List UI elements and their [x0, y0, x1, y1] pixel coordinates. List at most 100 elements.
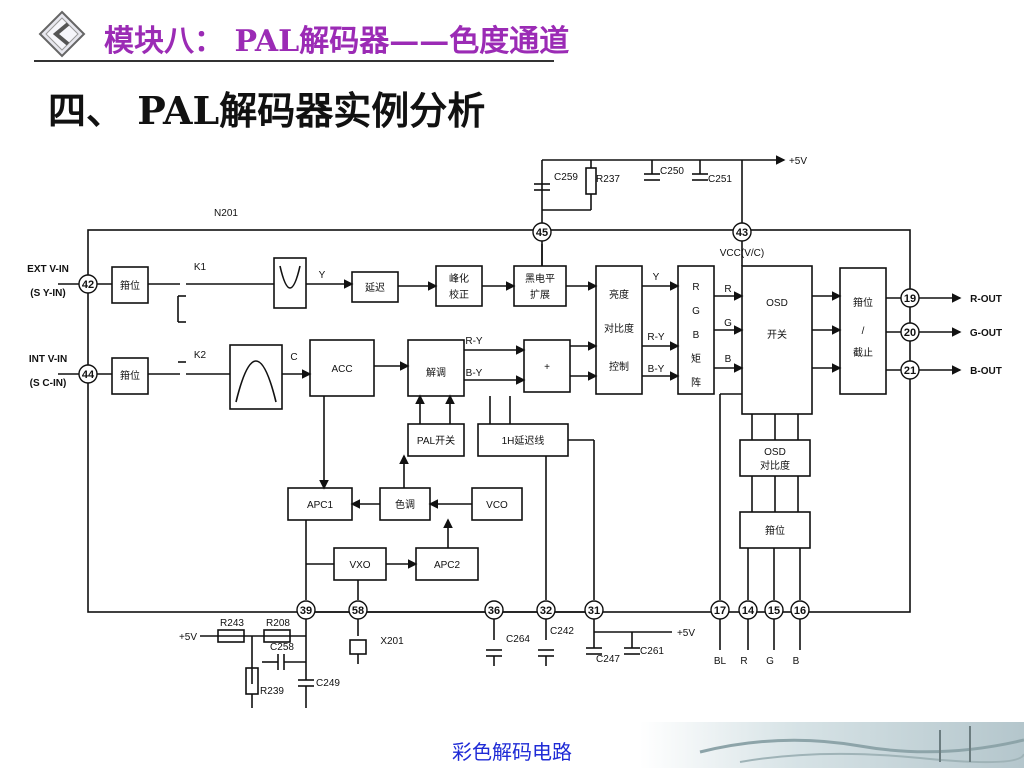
pin-label: 36 [488, 605, 500, 617]
signal-label: R-Y [647, 332, 665, 343]
block-label: 阵 [691, 376, 701, 389]
footer-caption: 彩色解码电路 [452, 740, 572, 764]
block-label: / [862, 326, 865, 337]
footer-landscape-icon [640, 722, 1024, 768]
block-label: VCO [486, 500, 508, 511]
chip-label: N201 [214, 208, 238, 219]
block-bandpass-filter [229, 344, 283, 410]
block-label: OSD [766, 298, 788, 309]
block-label: + [544, 362, 550, 373]
signal-label: R-Y [465, 336, 483, 347]
pin-label: 15 [768, 605, 780, 617]
pin-label: 32 [540, 605, 552, 617]
chip-outline [87, 229, 911, 613]
pin-label: 42 [82, 279, 94, 291]
switch-k2-label: K2 [194, 350, 207, 361]
pin-label: 16 [794, 605, 806, 617]
block-label: 箝位 [853, 296, 873, 309]
pin-15 [764, 600, 784, 620]
component-label: C250 [660, 166, 684, 177]
block-label: 矩 [691, 352, 701, 365]
supply-label: +5V [179, 632, 197, 643]
block-label: OSD [764, 447, 786, 458]
pin-17 [710, 600, 730, 620]
block-label: 峰化 [449, 272, 469, 285]
bottom-label: B [793, 656, 800, 667]
signal-label: Y [653, 272, 660, 283]
bottom-label: G [766, 656, 774, 667]
int-input-label2: (S C-IN) [30, 378, 67, 389]
block-label: 校正 [449, 288, 469, 301]
block-label: ACC [331, 364, 352, 375]
block-label: 箝位 [120, 369, 140, 382]
block-label: 扩展 [530, 288, 550, 301]
pin-39 [296, 600, 316, 620]
component-label: C259 [554, 172, 578, 183]
block-acc [309, 339, 375, 397]
block-adder [523, 339, 571, 393]
block-clamp1 [111, 266, 149, 304]
signal-label: B [725, 354, 732, 365]
signal-label: B-Y [648, 364, 665, 375]
supply-label: +5V [789, 156, 807, 167]
pin-45 [532, 222, 552, 242]
pin-label: 31 [588, 605, 600, 617]
pin-label: 58 [352, 605, 364, 617]
block-clamp2 [111, 357, 149, 395]
block-osd-switch [741, 265, 813, 415]
output-g-label: G-OUT [970, 328, 1002, 339]
pin-16 [790, 600, 810, 620]
block-label: 截止 [853, 346, 873, 359]
signal-label: C [290, 352, 297, 363]
signal-label: G [724, 318, 732, 329]
bottom-label: BL [714, 656, 727, 667]
header-divider [34, 60, 554, 62]
block-label: 箝位 [765, 524, 785, 537]
pin-58 [348, 600, 368, 620]
pin-label: 20 [904, 327, 916, 339]
block-label: R [692, 282, 699, 293]
pin-20 [900, 322, 920, 342]
block-label: G [692, 306, 700, 317]
pin-label: 17 [714, 605, 726, 617]
block-label: 控制 [609, 360, 629, 373]
component-label: R237 [596, 174, 620, 185]
component-label: C247 [596, 654, 620, 665]
switch-k1-label: K1 [194, 262, 207, 273]
block-brightness-contrast [595, 265, 643, 395]
signal-label: Y [319, 270, 326, 281]
block-label: 解调 [426, 366, 446, 379]
block-label: 对比度 [760, 459, 790, 472]
block-label: PAL开关 [417, 434, 455, 447]
block-label: 对比度 [604, 322, 634, 335]
component-label: C249 [316, 678, 340, 689]
supply-label: +5V [677, 628, 695, 639]
block-label: 1H延迟线 [502, 434, 545, 447]
pin-label: 43 [736, 227, 748, 239]
block-label: APC1 [307, 500, 334, 511]
diamond-logo-icon [38, 10, 86, 58]
pin-31 [584, 600, 604, 620]
component-label: C242 [550, 626, 574, 637]
pin-44 [78, 364, 98, 384]
signal-label: R [724, 284, 731, 295]
pin-36 [484, 600, 504, 620]
component-label: R239 [260, 686, 284, 697]
block-label: 箝位 [120, 279, 140, 292]
component-label: C264 [506, 634, 530, 645]
vcc-label: VCC(V/C) [720, 248, 764, 259]
signal-label: B-Y [466, 368, 483, 379]
block-label: 亮度 [609, 288, 629, 301]
section-title: 四、 PAL解码器实例分析 [48, 88, 486, 133]
pin-43 [732, 222, 752, 242]
block-trap-filter [273, 257, 307, 309]
pin-label: 21 [904, 365, 916, 377]
component-label: C261 [640, 646, 664, 657]
int-input-label: INT V-IN [29, 354, 67, 365]
pin-19 [900, 288, 920, 308]
block-label: APC2 [434, 560, 461, 571]
pin-label: 44 [82, 369, 95, 381]
block-label: VXO [349, 560, 370, 571]
pin-42 [78, 274, 98, 294]
